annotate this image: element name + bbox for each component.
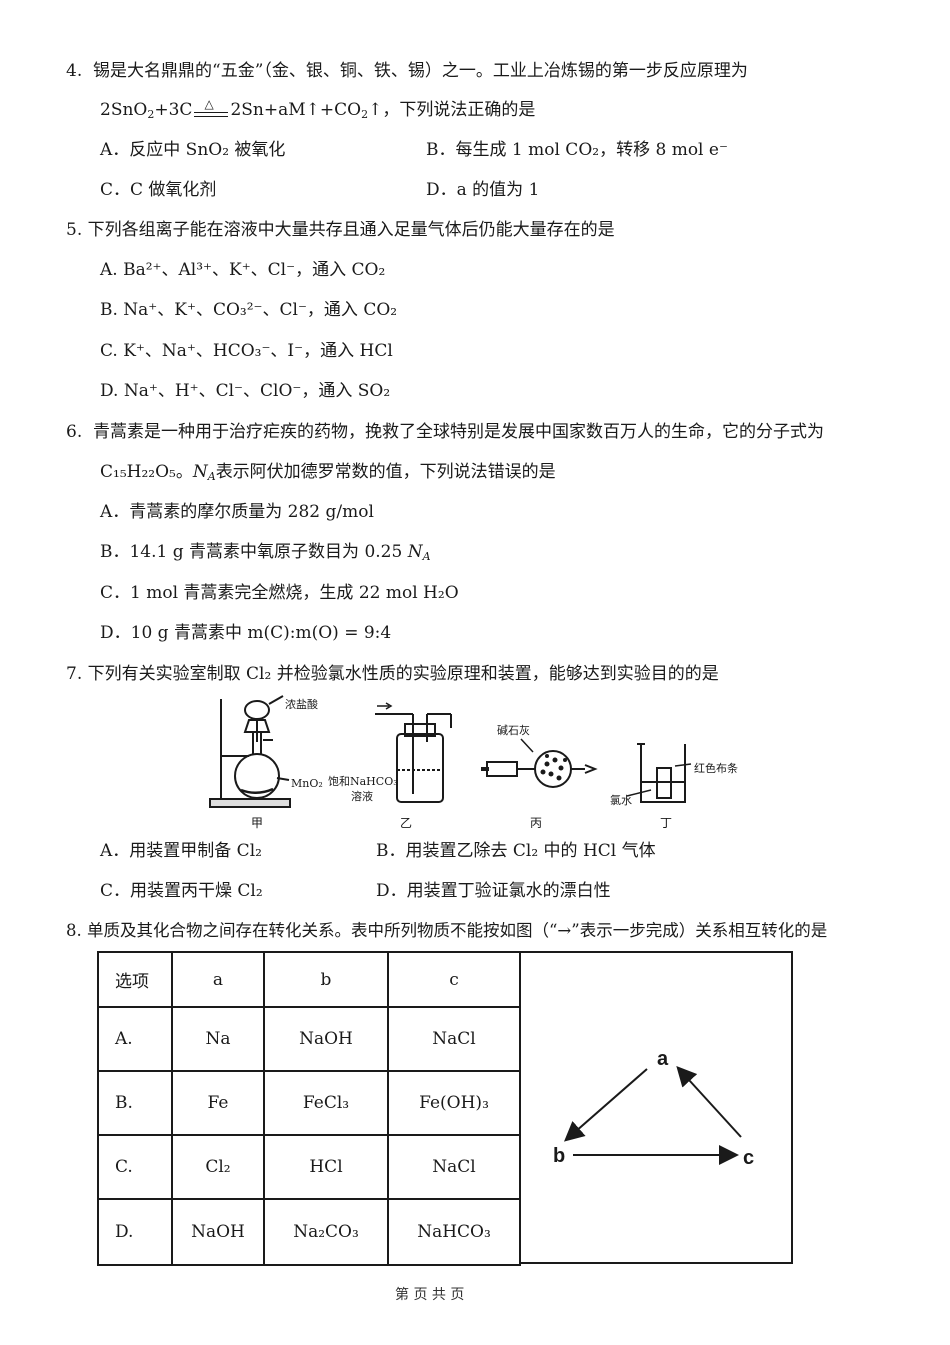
q7-option-b[interactable]: B．用装置乙除去 Cl₂ 中的 HCl 气体 — [376, 841, 656, 861]
table-row[interactable]: C. Cl₂ HCl NaCl — [97, 1134, 521, 1200]
q7-stem-text: 下列有关实验室制取 Cl₂ 并检验氯水性质的实验原理和装置，能够达到实验目的的是 — [87, 664, 719, 684]
caption-yi: 乙 — [400, 816, 413, 830]
q6-option-c[interactable]: C．1 mol 青蒿素完全燃烧，生成 22 mol H₂O — [100, 583, 459, 603]
row-label: D. — [97, 1198, 173, 1266]
q7-number: 7. — [66, 664, 83, 684]
q7-option-d[interactable]: D．用装置丁验证氯水的漂白性 — [376, 881, 611, 901]
q7-stem: 7. 下列有关实验室制取 Cl₂ 并检验氯水性质的实验原理和装置，能够达到实验目… — [66, 663, 719, 685]
caption-jia: 甲 — [251, 816, 264, 830]
q4-number: 4. — [66, 61, 83, 81]
q5-option-b[interactable]: B. Na⁺、K⁺、CO₃²⁻、Cl⁻，通入 CO₂ — [100, 300, 398, 320]
q4-option-a[interactable]: A．反应中 SnO₂ 被氧化 — [100, 140, 286, 160]
q6-option-a[interactable]: A．青蒿素的摩尔质量为 282 g/mol — [100, 502, 374, 522]
apparatus-ding — [626, 743, 692, 803]
eq-part-3: 2Sn+aM↑+CO — [230, 100, 362, 120]
avogadro-symbol: N — [192, 462, 208, 482]
avogadro-subscript: A — [207, 470, 216, 483]
q6-option-b-text: B．14.1 g 青蒿素中氧原子数目为 0.25 — [100, 542, 403, 562]
label-red-cloth: 红色布条 — [694, 762, 738, 775]
q6-formula: C₁₅H₂₂O₅。 — [100, 462, 193, 482]
cell-b: HCl — [263, 1134, 389, 1200]
caption-bing: 丙 — [530, 816, 543, 830]
table-row[interactable]: D. NaOH Na₂CO₃ NaHCO₃ — [97, 1198, 521, 1266]
q7-option-a[interactable]: A．用装置甲制备 Cl₂ — [100, 841, 262, 861]
page-footer: 第 页 共 页 — [395, 1287, 465, 1303]
cell-c: NaCl — [387, 1006, 521, 1072]
q4-option-c[interactable]: C．C 做氧化剂 — [100, 180, 217, 200]
q4-equation: 2SnO2+3C△2Sn+aM↑+CO2↑，下列说法正确的是 — [100, 96, 536, 122]
experiment-apparatus-figure — [209, 695, 692, 808]
cell-b: Na₂CO₃ — [263, 1198, 389, 1266]
node-b: b — [553, 1145, 565, 1167]
cell-c: NaCl — [387, 1134, 521, 1200]
q5-stem: 5. 下列各组离子能在溶液中大量共存且通入足量气体后仍能大量存在的是 — [66, 219, 615, 241]
q6-number: 6. — [66, 422, 83, 442]
table-row[interactable]: B. Fe FeCl₃ Fe(OH)₃ — [97, 1070, 521, 1136]
apparatus-bing — [481, 738, 598, 788]
q6-stem-text: 青蒿素是一种用于治疗疟疾的药物，挽救了全球特别是发展中国家数百万人的生命，它的分… — [93, 422, 825, 442]
q4-option-d[interactable]: D．a 的值为 1 — [426, 180, 540, 200]
q7-option-c[interactable]: C．用装置丙干燥 Cl₂ — [100, 881, 263, 901]
cell-a: Cl₂ — [171, 1134, 265, 1200]
eq-part-4: ↑，下列说法正确的是 — [368, 100, 536, 120]
q4-option-b[interactable]: B．每生成 1 mol CO₂，转移 8 mol e⁻ — [426, 140, 728, 160]
q6-stem: 6. 青蒿素是一种用于治疗疟疾的药物，挽救了全球特别是发展中国家数百万人的生命，… — [66, 421, 824, 443]
node-a: a — [657, 1048, 669, 1070]
q5-option-d[interactable]: D. Na⁺、H⁺、Cl⁻、ClO⁻，通入 SO₂ — [100, 381, 391, 401]
cell-a: NaOH — [171, 1198, 265, 1266]
q8-stem: 8. 单质及其化合物之间存在转化关系。表中所列物质不能按如图（“→”表示一步完成… — [66, 920, 827, 942]
arrow-a-to-b — [563, 1068, 648, 1142]
cell-a: Fe — [171, 1070, 265, 1136]
label-hcl: 浓盐酸 — [285, 698, 318, 711]
q4-stem: 4. 锡是大名鼎鼎的“五金”（金、银、铜、铁、锡）之一。工业上冶炼锡的第一步反应… — [66, 60, 748, 82]
heat-triangle-icon: △ — [204, 96, 214, 111]
arrow-c-to-a — [676, 1066, 742, 1138]
eq-part-2: +3C — [154, 100, 193, 120]
eq-part-1: 2SnO — [100, 100, 148, 120]
cell-b: FeCl₃ — [263, 1070, 389, 1136]
label-solution: 溶液 — [351, 790, 373, 803]
avogadro-symbol-b: N — [407, 542, 423, 562]
header-a: a — [171, 951, 265, 1008]
q5-option-c[interactable]: C. K⁺、Na⁺、HCO₃⁻、I⁻，通入 HCl — [100, 341, 393, 361]
q6-option-d[interactable]: D．10 g 青蒿素中 m(C):m(O) = 9:4 — [100, 623, 392, 643]
header-c: c — [387, 951, 521, 1008]
apparatus-yi — [375, 702, 452, 803]
header-option: 选项 — [97, 951, 173, 1008]
caption-ding: 丁 — [660, 816, 673, 830]
q8-stem-text: 单质及其化合物之间存在转化关系。表中所列物质不能按如图（“→”表示一步完成）关系… — [87, 921, 828, 940]
node-c: c — [743, 1147, 754, 1169]
q8-options-table: 选项 a b c A. Na NaOH NaCl B. Fe FeCl₃ Fe(… — [97, 951, 521, 1266]
label-mno2: MnO₂ — [291, 777, 323, 790]
q6-stem-text2: 表示阿伏加德罗常数的值，下列说法错误的是 — [215, 462, 556, 482]
conversion-diagram: a b c — [519, 951, 793, 1264]
apparatus-jia — [209, 695, 291, 808]
cell-b: NaOH — [263, 1006, 389, 1072]
table-header-row: 选项 a b c — [97, 951, 521, 1008]
q5-stem-text: 下列各组离子能在溶液中大量共存且通入足量气体后仍能大量存在的是 — [87, 220, 615, 240]
q8-number: 8. — [66, 921, 82, 940]
table-row[interactable]: A. Na NaOH NaCl — [97, 1006, 521, 1072]
label-soda-lime: 碱石灰 — [497, 724, 530, 737]
cell-a: Na — [171, 1006, 265, 1072]
q4-stem-text: 锡是大名鼎鼎的“五金”（金、银、铜、铁、锡）之一。工业上冶炼锡的第一步反应原理为 — [93, 61, 748, 81]
cell-c: NaHCO₃ — [387, 1198, 521, 1266]
header-b: b — [263, 951, 389, 1008]
q5-option-a[interactable]: A. Ba²⁺、Al³⁺、K⁺、Cl⁻，通入 CO₂ — [100, 260, 386, 280]
row-label: A. — [97, 1006, 173, 1072]
q5-number: 5. — [66, 220, 83, 240]
q6-stem-line2: C₁₅H₂₂O₅。NA表示阿伏加德罗常数的值，下列说法错误的是 — [100, 461, 556, 488]
q6-option-b[interactable]: B．14.1 g 青蒿素中氧原子数目为 0.25 NA — [100, 541, 431, 568]
label-nahco3: 饱和NaHCO₃ — [328, 775, 398, 788]
row-label: C. — [97, 1134, 173, 1200]
label-chlorine-water: 氯水 — [610, 794, 632, 807]
avogadro-subscript-b: A — [422, 550, 431, 563]
cell-c: Fe(OH)₃ — [387, 1070, 521, 1136]
row-label: B. — [97, 1070, 173, 1136]
heating-condition-sign: △ — [194, 98, 229, 120]
conversion-triangle: a b c — [553, 1048, 754, 1169]
